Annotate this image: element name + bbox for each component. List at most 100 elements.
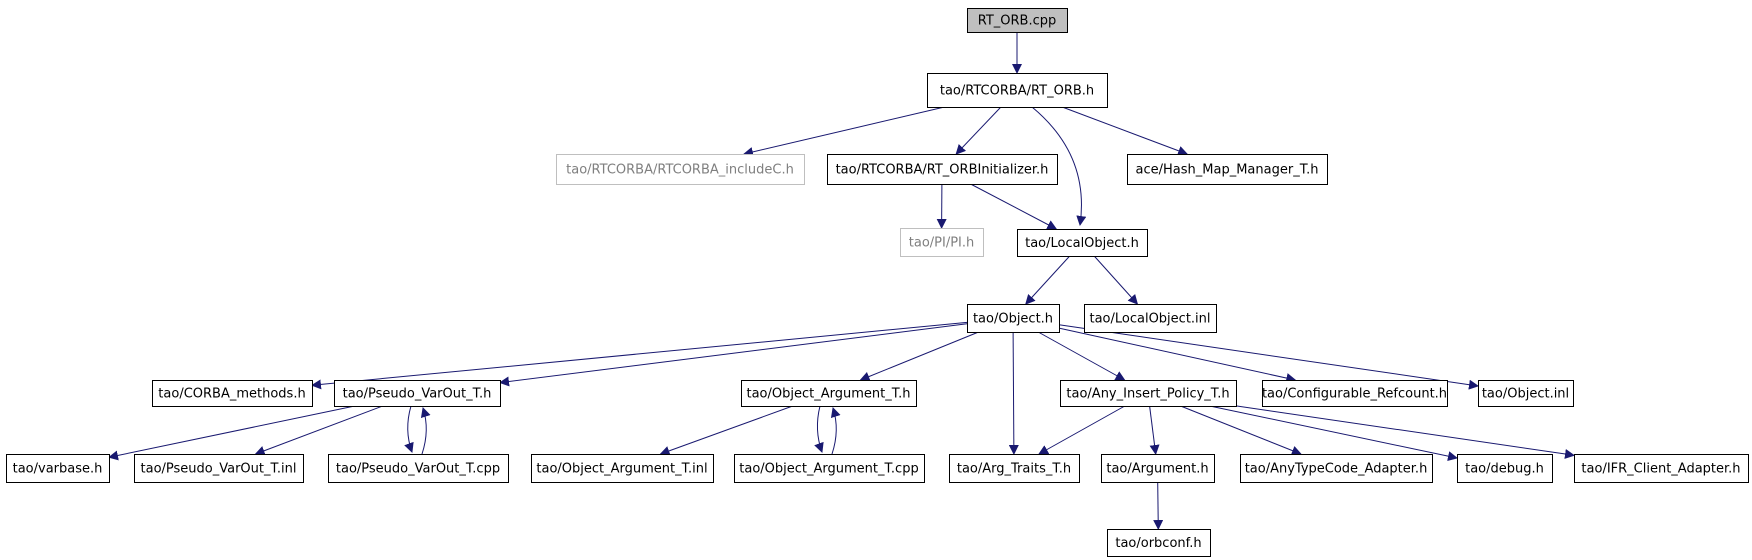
- node-tao-orbconf-h[interactable]: tao/orbconf.h: [1107, 529, 1211, 557]
- edge-pseudo-varout-cpp-to-pseudo-varout-h: [420, 407, 431, 455]
- node-label: tao/Configurable_Refcount.h: [1262, 387, 1447, 402]
- edge-object-h-to-pseudo-varout-h: [499, 323, 968, 387]
- node-box: [734, 454, 925, 483]
- edge-localobject-h-to-object-h: [1025, 255, 1071, 305]
- edge-object-h-to-object-argument-h: [859, 331, 979, 382]
- node-box: [152, 380, 313, 407]
- node-tao-anytypecode-adapter-h[interactable]: tao/AnyTypeCode_Adapter.h: [1240, 454, 1433, 483]
- edge-rt-orbinitializer-to-localobject-h: [970, 183, 1058, 230]
- node-box: [6, 454, 110, 483]
- node-tao-object-h[interactable]: tao/Object.h: [967, 304, 1060, 333]
- node-tao-rtcorba-rt-orbinitializer-h[interactable]: tao/RTCORBA/RT_ORBInitializer.h: [827, 154, 1058, 185]
- node-ace-hash-map-manager-t-h[interactable]: ace/Hash_Map_Manager_T.h: [1127, 154, 1328, 185]
- node-box: [1262, 380, 1448, 407]
- node-label: tao/Object_Argument_T.cpp: [739, 462, 918, 477]
- node-box: [134, 454, 304, 483]
- edge-pseudo-varout-h-to-pseudo-varout-inl: [254, 405, 383, 456]
- node-box: [556, 154, 805, 185]
- edge-rt-orb-h-to-localobject-h: [1031, 106, 1087, 226]
- node-tao-object-argument-t-cpp[interactable]: tao/Object_Argument_T.cpp: [734, 454, 925, 483]
- node-box: [900, 228, 984, 257]
- node-tao-debug-h[interactable]: tao/debug.h: [1457, 454, 1553, 483]
- edge-any-insert-to-anytypecode: [1180, 405, 1302, 456]
- node-label: tao/Object.h: [973, 312, 1053, 327]
- edge-rt-orb-h-to-hash-map: [1062, 106, 1189, 156]
- node-label: tao/varbase.h: [13, 462, 103, 477]
- node-tao-arg-traits-t-h[interactable]: tao/Arg_Traits_T.h: [949, 454, 1080, 483]
- edge-object-h-to-arg-traits: [1008, 331, 1019, 455]
- edge-pseudo-varout-h-to-pseudo-varout-cpp: [404, 405, 414, 453]
- node-tao-varbase-h[interactable]: tao/varbase.h: [6, 454, 110, 483]
- node-tao-any-insert-policy-t-h[interactable]: tao/Any_Insert_Policy_T.h: [1060, 380, 1237, 407]
- node-label: tao/Pseudo_VarOut_T.inl: [141, 462, 297, 477]
- node-tao-configurable-refcount-h[interactable]: tao/Configurable_Refcount.h: [1262, 380, 1448, 407]
- node-box: [827, 154, 1058, 185]
- node-tao-localobject-h[interactable]: tao/LocalObject.h: [1017, 229, 1148, 257]
- node-box: [328, 454, 509, 483]
- node-box: [967, 8, 1068, 33]
- node-box: [1017, 229, 1148, 257]
- node-label: tao/Arg_Traits_T.h: [957, 462, 1071, 477]
- edges-layer: [108, 32, 1575, 530]
- node-tao-object-argument-t-inl[interactable]: tao/Object_Argument_T.inl: [531, 454, 714, 483]
- node-box: [1457, 454, 1553, 483]
- node-label: tao/PI/PI.h: [909, 236, 975, 251]
- node-tao-pi-pi-h[interactable]: tao/PI/PI.h: [900, 228, 984, 257]
- node-tao-rtcorba-rtcorba-includec-h[interactable]: tao/RTCORBA/RTCORBA_includeC.h: [556, 154, 805, 185]
- node-label: tao/Object_Argument_T.inl: [536, 462, 707, 477]
- node-box: [1127, 154, 1328, 185]
- node-tao-pseudo-varout-t-cpp[interactable]: tao/Pseudo_VarOut_T.cpp: [328, 454, 509, 483]
- node-box: [334, 380, 501, 407]
- node-box: [1240, 454, 1433, 483]
- node-box: [949, 454, 1080, 483]
- node-box: [967, 304, 1060, 333]
- node-rt-orb-cpp[interactable]: RT_ORB.cpp: [967, 8, 1068, 33]
- edge-rt-orb-h-to-rt-orbinitializer: [955, 106, 1002, 155]
- node-tao-object-argument-t-h[interactable]: tao/Object_Argument_T.h: [741, 380, 917, 407]
- node-tao-argument-h[interactable]: tao/Argument.h: [1101, 454, 1215, 483]
- node-label: tao/Object_Argument_T.h: [746, 387, 910, 402]
- node-label: tao/orbconf.h: [1115, 536, 1201, 551]
- node-label: tao/Argument.h: [1106, 462, 1208, 477]
- node-tao-rtcorba-rt-orb-h[interactable]: tao/RTCORBA/RT_ORB.h: [927, 73, 1108, 108]
- edge-any-insert-to-ifr-client: [1235, 405, 1575, 459]
- node-label: tao/RTCORBA/RT_ORBInitializer.h: [836, 163, 1049, 178]
- edge-any-insert-to-argument-h: [1149, 405, 1160, 455]
- node-label: tao/RTCORBA/RTCORBA_includeC.h: [566, 163, 794, 178]
- edge-object-h-to-configurable-refcount: [1058, 327, 1297, 383]
- node-box: [927, 73, 1108, 108]
- node-tao-pseudo-varout-t-h[interactable]: tao/Pseudo_VarOut_T.h: [334, 380, 501, 407]
- node-tao-pseudo-varout-t-inl[interactable]: tao/Pseudo_VarOut_T.inl: [134, 454, 304, 483]
- edge-any-insert-to-debug-h: [1209, 405, 1458, 462]
- node-box: [1060, 380, 1237, 407]
- edge-object-argument-h-to-object-argument-cpp: [814, 405, 824, 453]
- edge-object-h-to-any-insert: [1037, 331, 1126, 381]
- node-label: RT_ORB.cpp: [978, 14, 1057, 29]
- node-tao-ifr-client-adapter-h[interactable]: tao/IFR_Client_Adapter.h: [1574, 454, 1749, 483]
- node-box: [1574, 454, 1749, 483]
- node-label: tao/RTCORBA/RT_ORB.h: [940, 84, 1094, 99]
- edge-object-h-to-corba-methods: [311, 321, 968, 390]
- node-label: tao/Object.inl: [1482, 387, 1569, 402]
- edge-localobject-h-to-localobject-inl: [1093, 255, 1139, 305]
- node-tao-object-inl[interactable]: tao/Object.inl: [1478, 380, 1574, 407]
- edge-argument-h-to-orbconf: [1153, 481, 1164, 530]
- edge-pseudo-varout-h-to-varbase: [108, 405, 355, 461]
- node-label: tao/CORBA_methods.h: [158, 387, 305, 402]
- nodes-layer: RT_ORB.cpp tao/RTCORBA/RT_ORB.h tao/RTCORB…: [6, 8, 1749, 557]
- edge-rt-orb-h-to-rtcorba-includec: [743, 106, 945, 157]
- node-tao-corba-methods-h[interactable]: tao/CORBA_methods.h: [152, 380, 313, 407]
- node-tao-localobject-inl[interactable]: tao/LocalObject.inl: [1084, 304, 1217, 333]
- node-label: tao/LocalObject.h: [1025, 236, 1139, 251]
- node-box: [1084, 304, 1217, 333]
- node-label: tao/debug.h: [1465, 462, 1544, 477]
- node-label: tao/IFR_Client_Adapter.h: [1581, 462, 1740, 477]
- node-box: [1107, 529, 1211, 557]
- edge-object-h-to-object-inl: [1058, 324, 1479, 390]
- edge-object-argument-cpp-to-object-argument-h: [830, 407, 841, 455]
- node-box: [1101, 454, 1215, 483]
- node-label: ace/Hash_Map_Manager_T.h: [1136, 163, 1319, 178]
- node-box: [741, 380, 917, 407]
- node-label: tao/Any_Insert_Policy_T.h: [1066, 387, 1229, 402]
